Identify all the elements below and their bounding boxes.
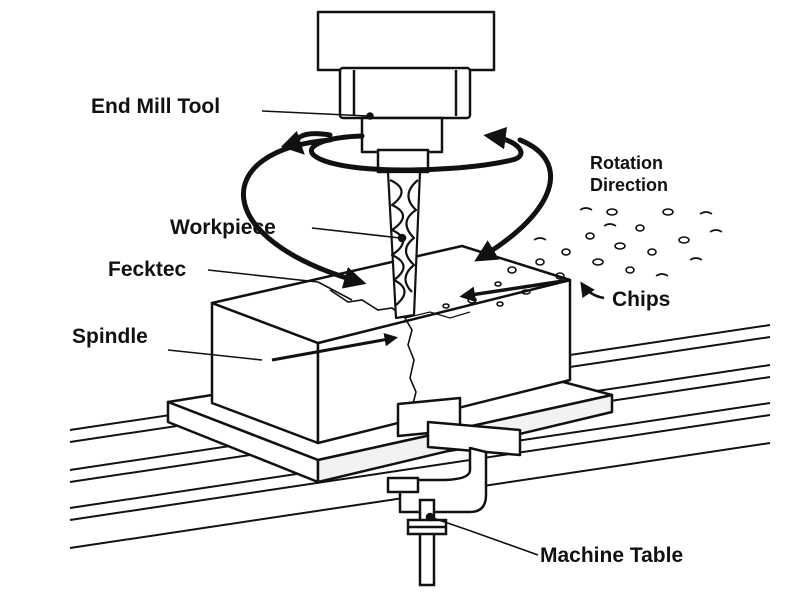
label-spindle: Spindle — [72, 325, 148, 348]
spindle-arrow — [271, 333, 398, 362]
clamp — [386, 396, 522, 514]
chips-cloud — [442, 207, 723, 309]
label-fecktec: Fecktec — [108, 258, 187, 281]
label-rotation-direction-line2: Direction — [590, 175, 668, 195]
label-machine-table: Machine Table — [540, 544, 683, 567]
feed-arrows — [241, 137, 554, 289]
label-workpiece: Workpiece — [170, 216, 276, 239]
chips-pointer-arrow — [580, 281, 605, 300]
label-chips: Chips — [612, 288, 670, 311]
workpiece-block — [210, 244, 572, 445]
label-end-mill-tool: End Mill Tool — [91, 95, 220, 118]
crack-line — [329, 289, 417, 409]
spindle-head — [316, 10, 496, 174]
leader-lines — [167, 110, 539, 556]
label-rotation-direction-line1: Rotation — [590, 153, 663, 173]
chip-flow-arrow — [459, 278, 571, 303]
